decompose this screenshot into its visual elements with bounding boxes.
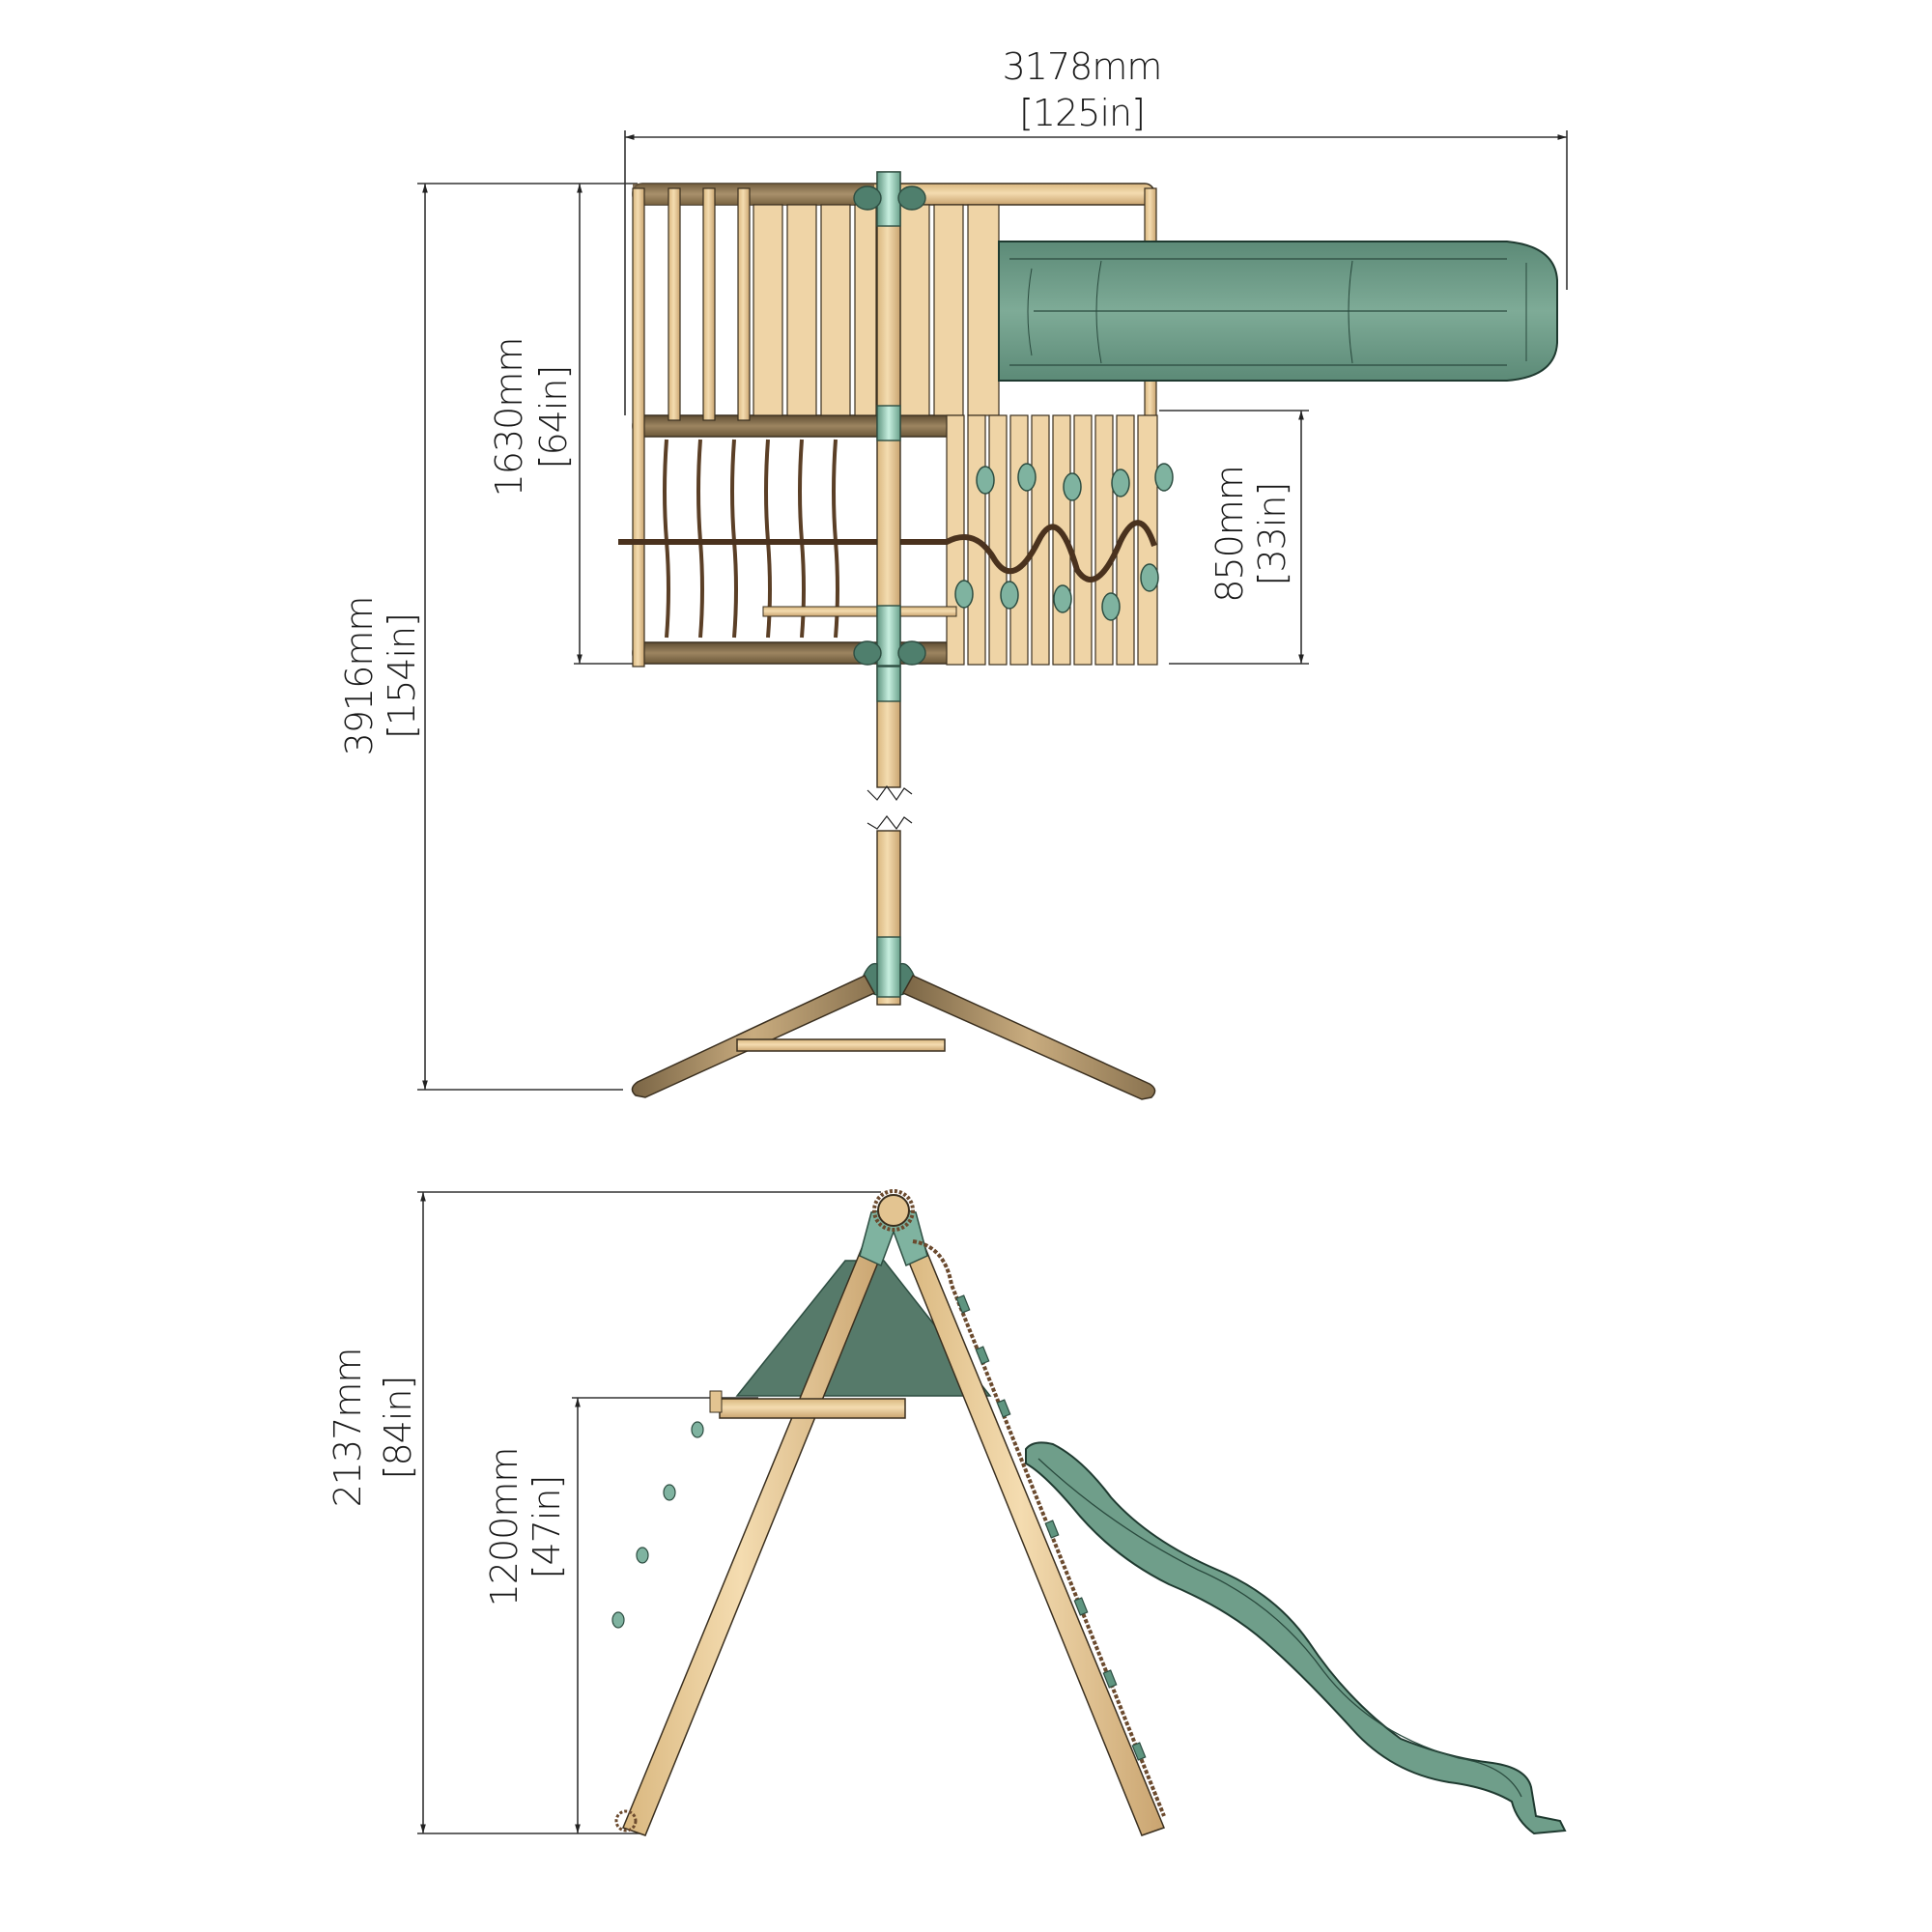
right-leg-rope <box>912 1239 1166 1817</box>
step-board <box>762 606 957 617</box>
frame-depth-mm: 1630mm <box>488 337 530 497</box>
plan-view <box>618 171 1558 1100</box>
dimension-lines <box>417 130 1568 1834</box>
horizontal-rope <box>618 520 1157 582</box>
frame-depth-in: [64in] <box>532 365 575 469</box>
side-elevation <box>611 1189 1567 1836</box>
deck-boards <box>753 204 1000 416</box>
top-beam-shadow <box>633 184 874 205</box>
platform-height-in: [47in] <box>526 1475 568 1579</box>
climbing-wall-mm: 850mm <box>1208 466 1251 603</box>
platform-height-mm: 1200mm <box>483 1447 526 1607</box>
overall-height-mm: 2137mm <box>327 1348 369 1508</box>
swing-beam-end <box>877 1194 910 1227</box>
overall-length-in: [154in] <box>381 613 423 739</box>
break-mark-icon <box>867 784 913 802</box>
connectors <box>853 171 926 998</box>
left-rails <box>632 187 751 668</box>
climbing-holds <box>954 463 1174 621</box>
break-mark-icon <box>867 815 913 831</box>
middle-beam <box>632 414 962 438</box>
overall-width-mm: 3178mm <box>1002 45 1163 88</box>
overall-width-in: [125in] <box>1019 92 1146 134</box>
overall-length-mm: 3916mm <box>338 596 381 756</box>
rope-coil <box>872 1189 915 1232</box>
climbing-wall-in: [33in] <box>1251 482 1293 586</box>
left-foot-rope <box>614 1809 638 1833</box>
bracket <box>709 1390 723 1413</box>
overall-height-in: [84in] <box>377 1376 419 1480</box>
aframe-legs-plan <box>631 975 1156 1100</box>
crossbar <box>719 1398 906 1419</box>
right-leg-holds <box>955 1294 1147 1761</box>
left-leg <box>622 1240 885 1836</box>
slide-plan <box>998 241 1558 382</box>
left-leg-holds <box>611 1421 704 1629</box>
